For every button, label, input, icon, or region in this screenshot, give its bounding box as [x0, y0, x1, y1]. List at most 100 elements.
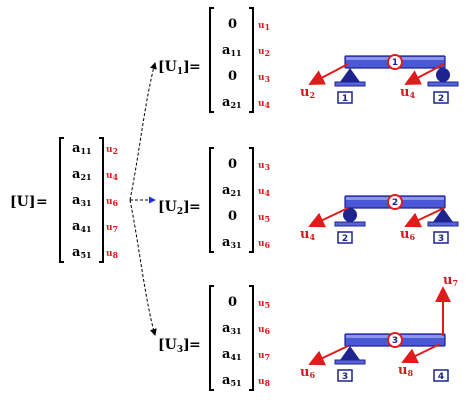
dof-label-sub: 4	[409, 90, 415, 100]
element-right-bracket	[249, 285, 254, 391]
node-box	[433, 231, 449, 244]
element-dof-main: u	[258, 213, 265, 223]
dof-label: u7	[443, 273, 458, 288]
element-cell: a21	[222, 183, 242, 198]
element-dof-main: u	[258, 99, 265, 109]
element-cell: a41	[222, 347, 242, 362]
node-box-icon: 3	[337, 369, 353, 382]
element-cell-sub: 21	[230, 188, 241, 198]
element-cell: a31	[222, 321, 242, 336]
dof-label-main: u	[398, 363, 407, 378]
element-cell-sub: 51	[230, 378, 241, 388]
pin-support-icon	[334, 68, 366, 87]
arrow-to-u3	[129, 199, 157, 336]
element-dof-main: u	[258, 187, 265, 197]
global-cell-main: a	[72, 167, 81, 182]
element-dof-sub: 4	[265, 188, 271, 198]
dof-label-sub: 6	[409, 232, 415, 242]
dof-label-sub: 7	[452, 278, 458, 288]
global-dof-main: u	[106, 249, 113, 259]
element-cell: 0	[228, 157, 237, 172]
element-cell-main: a	[222, 321, 231, 336]
dof-arrow-icon	[404, 63, 445, 85]
element-circle-icon: 2	[387, 194, 403, 210]
element-cell: a11	[222, 43, 242, 58]
node-number: 1	[342, 94, 348, 104]
global-dof-sub: 7	[113, 224, 119, 234]
element-left-bracket	[209, 7, 214, 113]
element-circle	[387, 194, 403, 210]
node-box-icon: 2	[337, 231, 353, 244]
element-dof-main: u	[258, 351, 265, 361]
roller-circle	[343, 208, 357, 222]
dof-arrow-icon	[404, 207, 445, 228]
element-dof-main: u	[258, 377, 265, 387]
roller-support-icon	[334, 208, 366, 227]
element-cell-main: a	[222, 95, 231, 110]
element-cell: 0	[228, 295, 237, 310]
element-circle-icon: 1	[387, 54, 403, 70]
global-cell: a21	[72, 167, 92, 182]
global-cell-main: a	[72, 141, 81, 156]
roller-circle	[436, 68, 450, 82]
element-cell-main: a	[222, 235, 231, 250]
element-dof-main: u	[258, 239, 265, 249]
pin-triangle	[340, 68, 360, 82]
element-number: 1	[392, 58, 398, 68]
element-dof: u6	[258, 325, 271, 336]
element-label: [U1]	[158, 59, 190, 77]
node-box	[337, 369, 353, 382]
element-cell-sub: 21	[230, 100, 241, 110]
support-base	[427, 81, 459, 87]
element-circle	[387, 54, 403, 70]
dof-label-sub: 6	[309, 370, 315, 380]
element-right-bracket	[249, 147, 254, 253]
element-equals: =	[189, 337, 201, 353]
global-cell-sub: 31	[80, 198, 91, 208]
dof-label-main: u	[400, 85, 409, 100]
element-dof: u2	[258, 47, 270, 58]
node-number: 4	[438, 372, 444, 382]
element-cell-main: a	[222, 183, 231, 198]
element-dof: u4	[258, 187, 271, 198]
element-label-main: [U	[158, 337, 177, 353]
support-base	[334, 221, 366, 227]
global-dof-sub: 4	[113, 172, 119, 182]
element-dof-sub: 8	[265, 378, 271, 388]
global-dof-main: u	[106, 171, 113, 181]
global-cell-sub: 21	[80, 172, 91, 182]
dof-label-sub: 2	[309, 90, 315, 100]
dof-label: u4	[300, 227, 315, 242]
roller-support-icon	[427, 68, 459, 87]
dof-label-main: u	[300, 365, 309, 380]
element-cell-main: 0	[228, 295, 237, 310]
element-dof: u3	[258, 73, 271, 84]
element-cell-sub: 41	[230, 352, 241, 362]
element-dof-main: u	[258, 161, 265, 171]
element-dof: u5	[258, 299, 270, 310]
dof-label: u6	[400, 227, 415, 242]
element-dof-main: u	[258, 325, 265, 335]
node-box-icon: 3	[433, 231, 449, 244]
element-cell: a51	[222, 373, 242, 388]
global-dof-sub: 6	[113, 198, 119, 208]
element-dof: u8	[258, 377, 271, 388]
dof-label-main: u	[300, 227, 309, 242]
element-dof: u3	[258, 161, 271, 172]
global-cell: a41	[72, 219, 92, 234]
element-cell-main: a	[222, 347, 231, 362]
global-dof: u4	[106, 171, 119, 182]
element-label: [U3]	[158, 337, 190, 355]
element-dof: u4	[258, 99, 271, 110]
global-cell-sub: 51	[80, 250, 91, 260]
element-dof-sub: 6	[265, 240, 271, 250]
dof-label-main: u	[400, 227, 409, 242]
global-dof: u2	[106, 145, 118, 156]
element-cell-main: 0	[228, 209, 237, 224]
